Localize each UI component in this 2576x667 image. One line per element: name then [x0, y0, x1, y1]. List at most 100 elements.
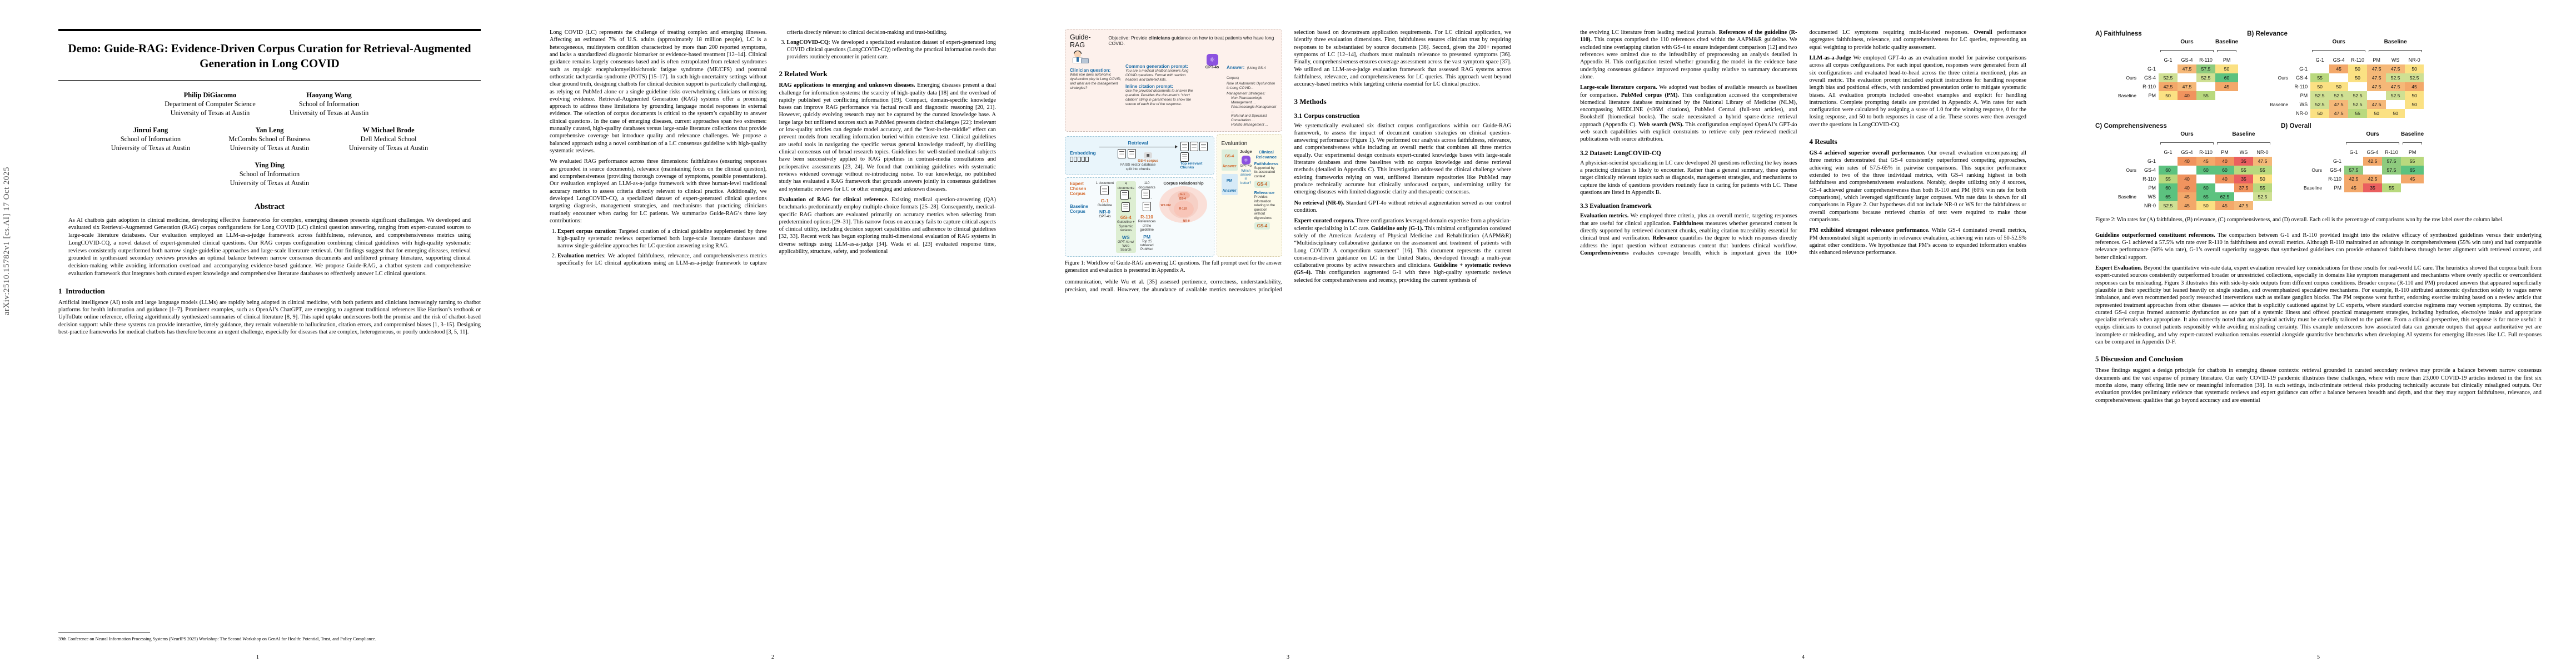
heatmap-row-header: R-110 — [2142, 176, 2156, 182]
heatmap-title: D) Overall — [2281, 122, 2311, 130]
col-group-ours: Ours — [2180, 131, 2194, 137]
author-name: Jinrui Fang — [133, 126, 168, 134]
author-name: Yan Leng — [255, 126, 284, 134]
col-group-baseline: Baseline — [2384, 39, 2407, 45]
chunk-icon — [1180, 152, 1189, 162]
heatmap-cell: 47.5 — [2178, 82, 2196, 91]
author-univ: University of Texas at Austin — [289, 109, 369, 117]
gs4-corpus-label: GS-4 corpus — [1138, 159, 1159, 163]
heatmap-cell: 47.5 — [2367, 82, 2386, 91]
heatmap-cell: 57.5 — [2382, 157, 2401, 166]
heatmap-row-header: NR-0 — [2296, 111, 2308, 116]
heatmap-cell: 50 — [2405, 91, 2424, 100]
document-icon — [1118, 149, 1127, 158]
col-group-ours: Ours — [2180, 39, 2194, 45]
answer-corpus-note: (Using GS-4 Corpus) — [1227, 66, 1266, 80]
heatmap-row-header: G-1 — [2299, 66, 2308, 72]
heatmap-cell: 55 — [2382, 183, 2401, 192]
intro-paragraph: Artificial intelligence (AI) tools and l… — [58, 299, 481, 335]
figure1-retrieval-panel: Embedding — [1065, 136, 1214, 176]
corpus-desc: References of the guideline — [1138, 220, 1156, 232]
baseline-desc: GPT-4o w/ Web Search — [1118, 240, 1134, 252]
paragraph: PM exhibited strongest relevance perform… — [1809, 227, 2027, 256]
author-name: W Michael Brode — [362, 126, 415, 134]
clinician-avatar-icon — [1070, 51, 1089, 65]
heatmap-col-header: G-1 — [2164, 57, 2173, 63]
heatmap-cell: 40 — [2215, 157, 2234, 166]
paragraph: the evolving LC literature from leading … — [1580, 29, 1797, 80]
figure-1: Guide-RAG Objective: Provide clinicians … — [1065, 29, 1282, 274]
author-univ: University of Texas at Austin — [348, 144, 428, 152]
corpus-code: G-1 — [1100, 197, 1109, 203]
heatmap-cell: 55 — [2196, 91, 2215, 100]
heatmap-row-header: PM — [2148, 185, 2156, 191]
heatmap-cell: 40 — [2178, 91, 2196, 100]
paragraph: communication, while Wu et al. [35] asse… — [1065, 29, 1511, 293]
heatmap-cell: 47.5 — [2253, 157, 2272, 166]
figure1-evaluation-panel: Evaluation GS-4 Answer PM Answer — [1216, 134, 1282, 257]
heatmap-cell: 35 — [2363, 183, 2382, 192]
heatmap-cell: 52.5 — [2348, 100, 2368, 109]
heatmap-col-header: GS-4 — [2366, 150, 2379, 155]
heatmap-row-header: GS-4 — [2144, 167, 2156, 173]
heatmap-col-header: PM — [2408, 150, 2416, 155]
judge-label: Judge — [1239, 149, 1252, 154]
row-group-baseline: Baseline — [2270, 102, 2289, 107]
heatmap-cell — [2344, 157, 2363, 166]
page-number: 4 — [1802, 654, 1805, 660]
row-group-ours: Ours — [2278, 75, 2289, 81]
row-group-baseline: Baseline — [2118, 93, 2136, 98]
heatmap-cell — [2196, 82, 2215, 91]
heatmap-col-header: PM — [2223, 57, 2231, 63]
heatmap-cell: 50 — [2405, 64, 2424, 73]
heatmap-cell: 52.5 — [2253, 192, 2272, 201]
heatmap-cell: 55 — [2310, 73, 2330, 82]
author-name: Philip DiGiacomo — [183, 91, 237, 99]
heatmap-cell: 47.5 — [2367, 100, 2386, 109]
document-icon — [1141, 190, 1150, 200]
abstract-heading: Abstract — [255, 202, 285, 211]
heatmap-col-header: PM — [2221, 150, 2229, 155]
heatmap-cell: 42.5 — [2363, 157, 2382, 166]
corpus-count: 4 documents — [1117, 182, 1134, 190]
figure1-corpora-panel: Expert Chosen Corpus Baseline Corpus 1 d… — [1065, 177, 1214, 257]
author-dept: Dell Medical School — [360, 135, 417, 143]
paragraph: We evaluated RAG performance across thre… — [550, 158, 767, 224]
page-number: 5 — [2317, 654, 2320, 660]
heatmap-cell: 60 — [2196, 166, 2215, 175]
answer-bullet: Holistic Management ... — [1231, 123, 1268, 127]
heatmap-cell: 45 — [2196, 157, 2215, 166]
heatmap-cell — [2386, 100, 2405, 109]
heatmap-row-header: GS-4 — [2329, 167, 2341, 173]
heatmap-cell: 50 — [2196, 201, 2215, 210]
heatmap-row-header: WS — [2299, 102, 2308, 107]
heatmap-cell: 50 — [2215, 64, 2239, 73]
heatmap-col-header: G-1 — [2315, 57, 2324, 63]
gpt-logo-icon: ⚛ — [1241, 156, 1250, 165]
heatmap-cell: 52.5 — [2310, 100, 2330, 109]
faiss-matrix-icon: ▦ — [1143, 152, 1153, 158]
gpt-logo-icon: ⚛ — [1206, 54, 1218, 66]
heatmap-cell: 47.5 — [2367, 73, 2386, 82]
heatmap-col-header: GS-4 — [2181, 150, 2193, 155]
two-column-body: Guide-RAG Objective: Provide clinicians … — [1065, 29, 1511, 650]
baseline-code: WS — [1122, 234, 1130, 240]
heatmap-col-header: WS — [2239, 150, 2248, 155]
subsection-heading-corpus-construction: 3.1 Corpus construction — [1294, 112, 1360, 120]
heatmap-row-header: WS — [2148, 194, 2156, 200]
two-column-body: the evolving LC literature from leading … — [1580, 29, 2026, 650]
corpus-desc: Guideline — [1097, 203, 1112, 207]
